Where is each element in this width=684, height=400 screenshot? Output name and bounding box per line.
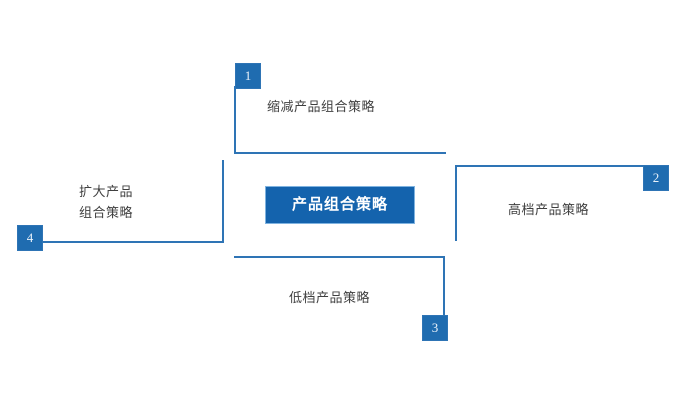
branch-4-connector-horizontal xyxy=(40,241,224,243)
branch-1-connector-horizontal xyxy=(234,152,446,154)
branch-4-connector-vertical xyxy=(222,160,224,243)
branch-4-badge[interactable]: 4 xyxy=(17,225,43,251)
center-node[interactable]: 产品组合策略 xyxy=(265,186,415,224)
branch-2-connector-vertical xyxy=(455,165,457,241)
branch-3-badge[interactable]: 3 xyxy=(422,315,448,341)
branch-2-label: 高档产品策略 xyxy=(508,202,590,217)
branch-1-badge[interactable]: 1 xyxy=(235,63,261,89)
branch-2-connector-horizontal xyxy=(455,165,655,167)
branch-2-badge[interactable]: 2 xyxy=(643,165,669,191)
branch-3-label: 低档产品策略 xyxy=(289,290,371,305)
branch-3-connector-vertical xyxy=(443,256,445,318)
branch-1-connector-vertical xyxy=(234,86,236,154)
branch-4-label: 扩大产品 组合策略 xyxy=(79,184,134,220)
branch-1-label: 缩减产品组合策略 xyxy=(267,99,376,114)
branch-3-connector-horizontal xyxy=(234,256,445,258)
